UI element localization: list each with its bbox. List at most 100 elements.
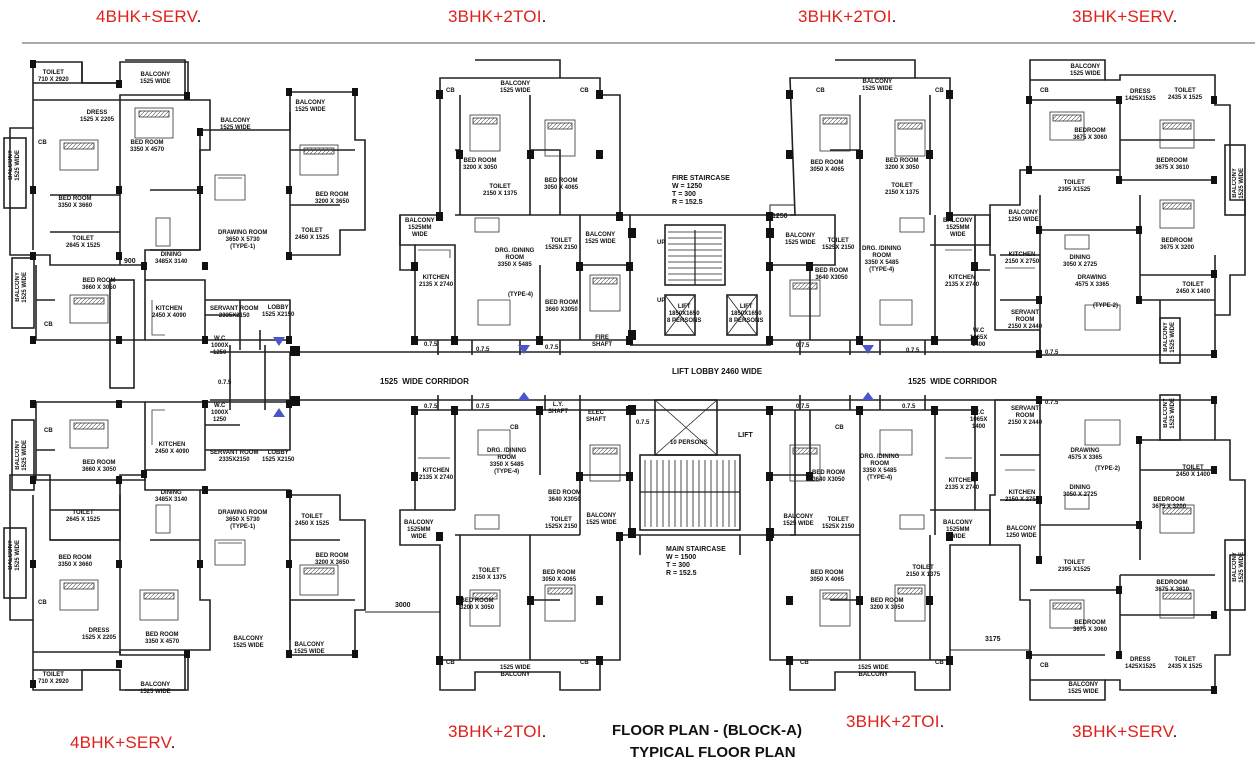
room-label: BALCONY 1525MM WIDE	[943, 218, 973, 238]
room-label: DRESS 1525 X 2205	[82, 628, 117, 641]
unit-tag-text: 3BHK+2TOI	[448, 722, 542, 741]
room-label: TOILET 2450 X 1400	[1176, 282, 1211, 295]
cb-label: CB	[38, 140, 47, 146]
unit-tag-text: 3BHK+2TOI	[846, 712, 940, 731]
room-label: BALCONY 1525 WIDE	[140, 682, 171, 695]
stair-up-label: UP	[657, 240, 666, 246]
dimension-label: 0.7.5	[1045, 350, 1059, 356]
dimension-label: 0.7.5	[796, 404, 810, 410]
corridor-label: 1525 WIDE CORRIDOR	[380, 377, 469, 386]
room-label: DRESS 1525 X 2205	[80, 110, 115, 123]
room-label: BED ROOM 3660 X 3050	[82, 278, 117, 291]
unit-3bhk-lower-right	[989, 394, 1246, 701]
room-label: (TYPE-4)	[508, 292, 534, 298]
room-label: BED ROOM 3640 X3050	[815, 268, 848, 281]
room-label: DRAWING 4575 X 3365	[1068, 448, 1103, 461]
room-label: KITCHEN 2450 X 4090	[155, 442, 190, 455]
room-label: BED ROOM 3050 X 4065	[810, 570, 845, 583]
kitchen-counters	[151, 249, 1035, 471]
room-label: FIRE SHAFT	[592, 335, 612, 348]
room-label: KITCHEN 2135 X 2740	[945, 478, 980, 491]
room-label: BALCONY 1525 WIDE	[783, 514, 814, 527]
room-label: BED ROOM 3200 X 3050	[460, 598, 495, 611]
room-label: BALCONY 1525 WIDE	[862, 79, 893, 92]
corridor-label: 1525 WIDE CORRIDOR	[908, 377, 997, 386]
unit-tag-text: 3BHK+SERV	[1072, 722, 1173, 741]
dimension-label: 0.7.5	[796, 343, 810, 349]
room-label: BALCONY 1525 WIDE	[1163, 322, 1176, 353]
room-label: BED ROOM 3640 X3050	[548, 490, 581, 503]
room-label: DRAWING ROOM 3650 X 5730 (TYPE-1)	[218, 510, 268, 530]
lift-lobby-label: LIFT LOBBY 2460 WIDE	[672, 367, 763, 376]
lift-label: LIFT	[738, 432, 753, 439]
room-label: TOILET 2435 X 1525	[1168, 657, 1203, 670]
room-label: BED ROOM 3660 X3050	[545, 300, 578, 313]
room-label: BALCONY 1525 WIDE	[585, 232, 616, 245]
room-label: BEDROOM 3675 X 3610	[1155, 580, 1190, 593]
room-label: DINING 3050 X 2725	[1063, 255, 1098, 268]
cb-label: CB	[800, 660, 809, 666]
room-label: BEDROOM 3675 X 3060	[1073, 128, 1108, 141]
room-label: W.C 1065X 1400	[970, 410, 988, 430]
room-label: DRG. /DINING ROOM 3350 X 5485 (TYPE-4)	[862, 246, 902, 273]
direction-triangles	[273, 337, 874, 417]
dimension-label: 0.7.5	[906, 348, 920, 354]
room-label: 1525 WIDE BALCONY	[858, 665, 889, 678]
cb-label: CB	[44, 322, 53, 328]
cb-label: CB	[38, 600, 47, 606]
dimension-label: 0.7.5	[424, 404, 438, 410]
room-label: BALCONY 1525 WIDE	[1232, 552, 1245, 583]
room-label: TOILET 2150 X 1375	[885, 183, 920, 196]
cb-label: CB	[44, 428, 53, 434]
room-label: BALCONY 1525 WIDE	[15, 440, 28, 471]
unit-tag-text: 4BHK+SERV	[96, 7, 197, 26]
room-label: TOILET 2150 X 1375	[906, 565, 941, 578]
dimension-label: 0.7.5	[902, 404, 916, 410]
room-label: BED ROOM 3200 X 3050	[870, 598, 905, 611]
dimension-label: 0.7.5	[636, 420, 650, 426]
fire-staircase-label: FIRE STAIRCASE W = 1250 T = 300 R = 152.…	[672, 175, 730, 206]
cb-label: CB	[816, 88, 825, 94]
cb-label: CB	[835, 425, 844, 431]
room-label: DRAWING 4575 X 3365	[1075, 275, 1110, 288]
stair-up-label: UP	[657, 298, 666, 304]
unit-tag-bottom-left: 4BHK+SERV.	[70, 733, 176, 753]
room-label: BED ROOM 3050 X 4065	[542, 570, 577, 583]
room-label: ELEC SHAFT	[586, 410, 606, 423]
room-label: BEDROOM 3675 X 3060	[1073, 620, 1108, 633]
dimension-1250	[769, 204, 795, 215]
room-label: TOILET 2395 X1525	[1058, 560, 1091, 573]
dimension-label: 900	[124, 258, 136, 265]
beds	[59, 107, 1195, 629]
room-label: LOBBY 1525 X2150	[262, 305, 295, 318]
room-label: BED ROOM 3200 X 3650	[315, 553, 350, 566]
cb-label: CB	[935, 660, 944, 666]
room-label: BALCONY 1525 WIDE	[295, 100, 326, 113]
room-label: W.C 1065X 1400	[970, 328, 988, 348]
unit-tag-dot: .	[891, 7, 897, 26]
room-label: TOILET 2150 X 1375	[483, 184, 518, 197]
room-label: TOILET 1525X 2150	[545, 517, 578, 530]
room-label: KITCHEN 2150 X 2750	[1005, 252, 1040, 265]
room-label: BALCONY 1250 WIDE	[1006, 526, 1037, 539]
unit-tag-dot: .	[541, 7, 547, 26]
dimension-label: 0.7.5	[476, 404, 490, 410]
room-label: TOILET 1525X 2150	[822, 517, 855, 530]
room-label: KITCHEN 2135 X 2740	[419, 468, 454, 481]
room-label: TOILET 710 X 2920	[38, 70, 69, 83]
furniture	[59, 107, 1195, 629]
room-label: BED ROOM 3200 X 3050	[885, 158, 920, 171]
room-label: SERVANT ROOM 2335X2150	[210, 306, 259, 319]
room-label: KITCHEN 2450 X 4090	[152, 306, 187, 319]
room-label: BALCONY 1525 WIDE	[785, 233, 816, 246]
room-label: DRESS 1425X1525	[1125, 657, 1156, 670]
room-label: SERVANT ROOM 2150 X 2440	[1008, 310, 1043, 330]
lift-label: 10 PERSONS	[670, 440, 708, 446]
lift-label: LIFT 1850X1650 8 PERSONS	[729, 304, 764, 324]
unit-tag-top-mid-right: 3BHK+2TOI.	[798, 7, 897, 27]
room-label: BALCONY 1525 WIDE	[140, 72, 171, 85]
room-label: BED ROOM 3350 X 4570	[130, 140, 165, 153]
room-label: BALCONY 1525MM WIDE	[404, 520, 434, 540]
room-label: BED ROOM 3200 X 3650	[315, 192, 350, 205]
